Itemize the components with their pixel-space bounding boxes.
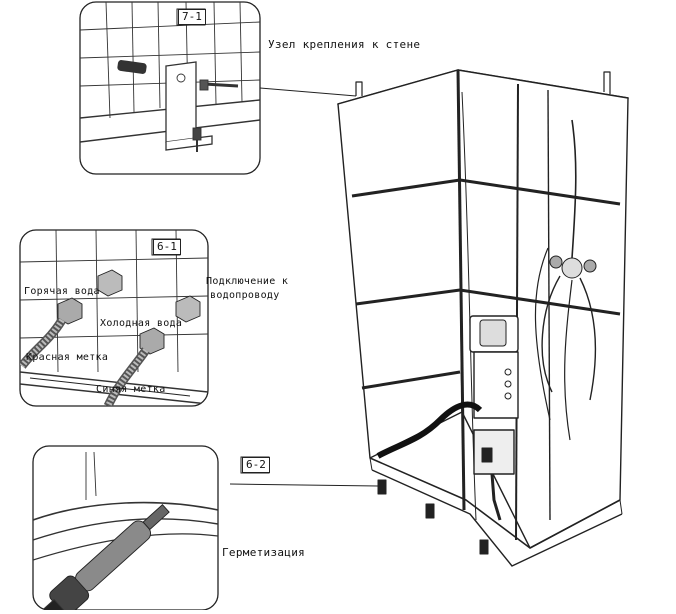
label-red-mark: Красная метка bbox=[26, 352, 109, 363]
tag-6-1: 6-1 bbox=[153, 239, 181, 255]
inset-sealing bbox=[32, 445, 270, 611]
caption-wall-mount: Узел крепления к стене bbox=[268, 38, 421, 51]
label-hot-water: Горячая вода bbox=[24, 286, 100, 297]
label-blue-mark: Синяя метка bbox=[96, 384, 166, 395]
caption-water-line2: водопроводу bbox=[210, 290, 280, 301]
shower-cabin bbox=[337, 69, 629, 567]
caption-sealing: Герметизация bbox=[222, 546, 306, 559]
caption-water-line1: Подключение к bbox=[206, 276, 289, 287]
label-cold-water: Холодная вода bbox=[100, 318, 183, 329]
inset-wall-mount bbox=[79, 1, 261, 175]
tag-7-1: 7-1 bbox=[178, 9, 206, 25]
tag-6-2: 6-2 bbox=[242, 457, 270, 473]
inset-water-connection bbox=[19, 229, 209, 407]
leader-wall-mount bbox=[259, 87, 357, 97]
leader-sealing bbox=[229, 483, 379, 487]
